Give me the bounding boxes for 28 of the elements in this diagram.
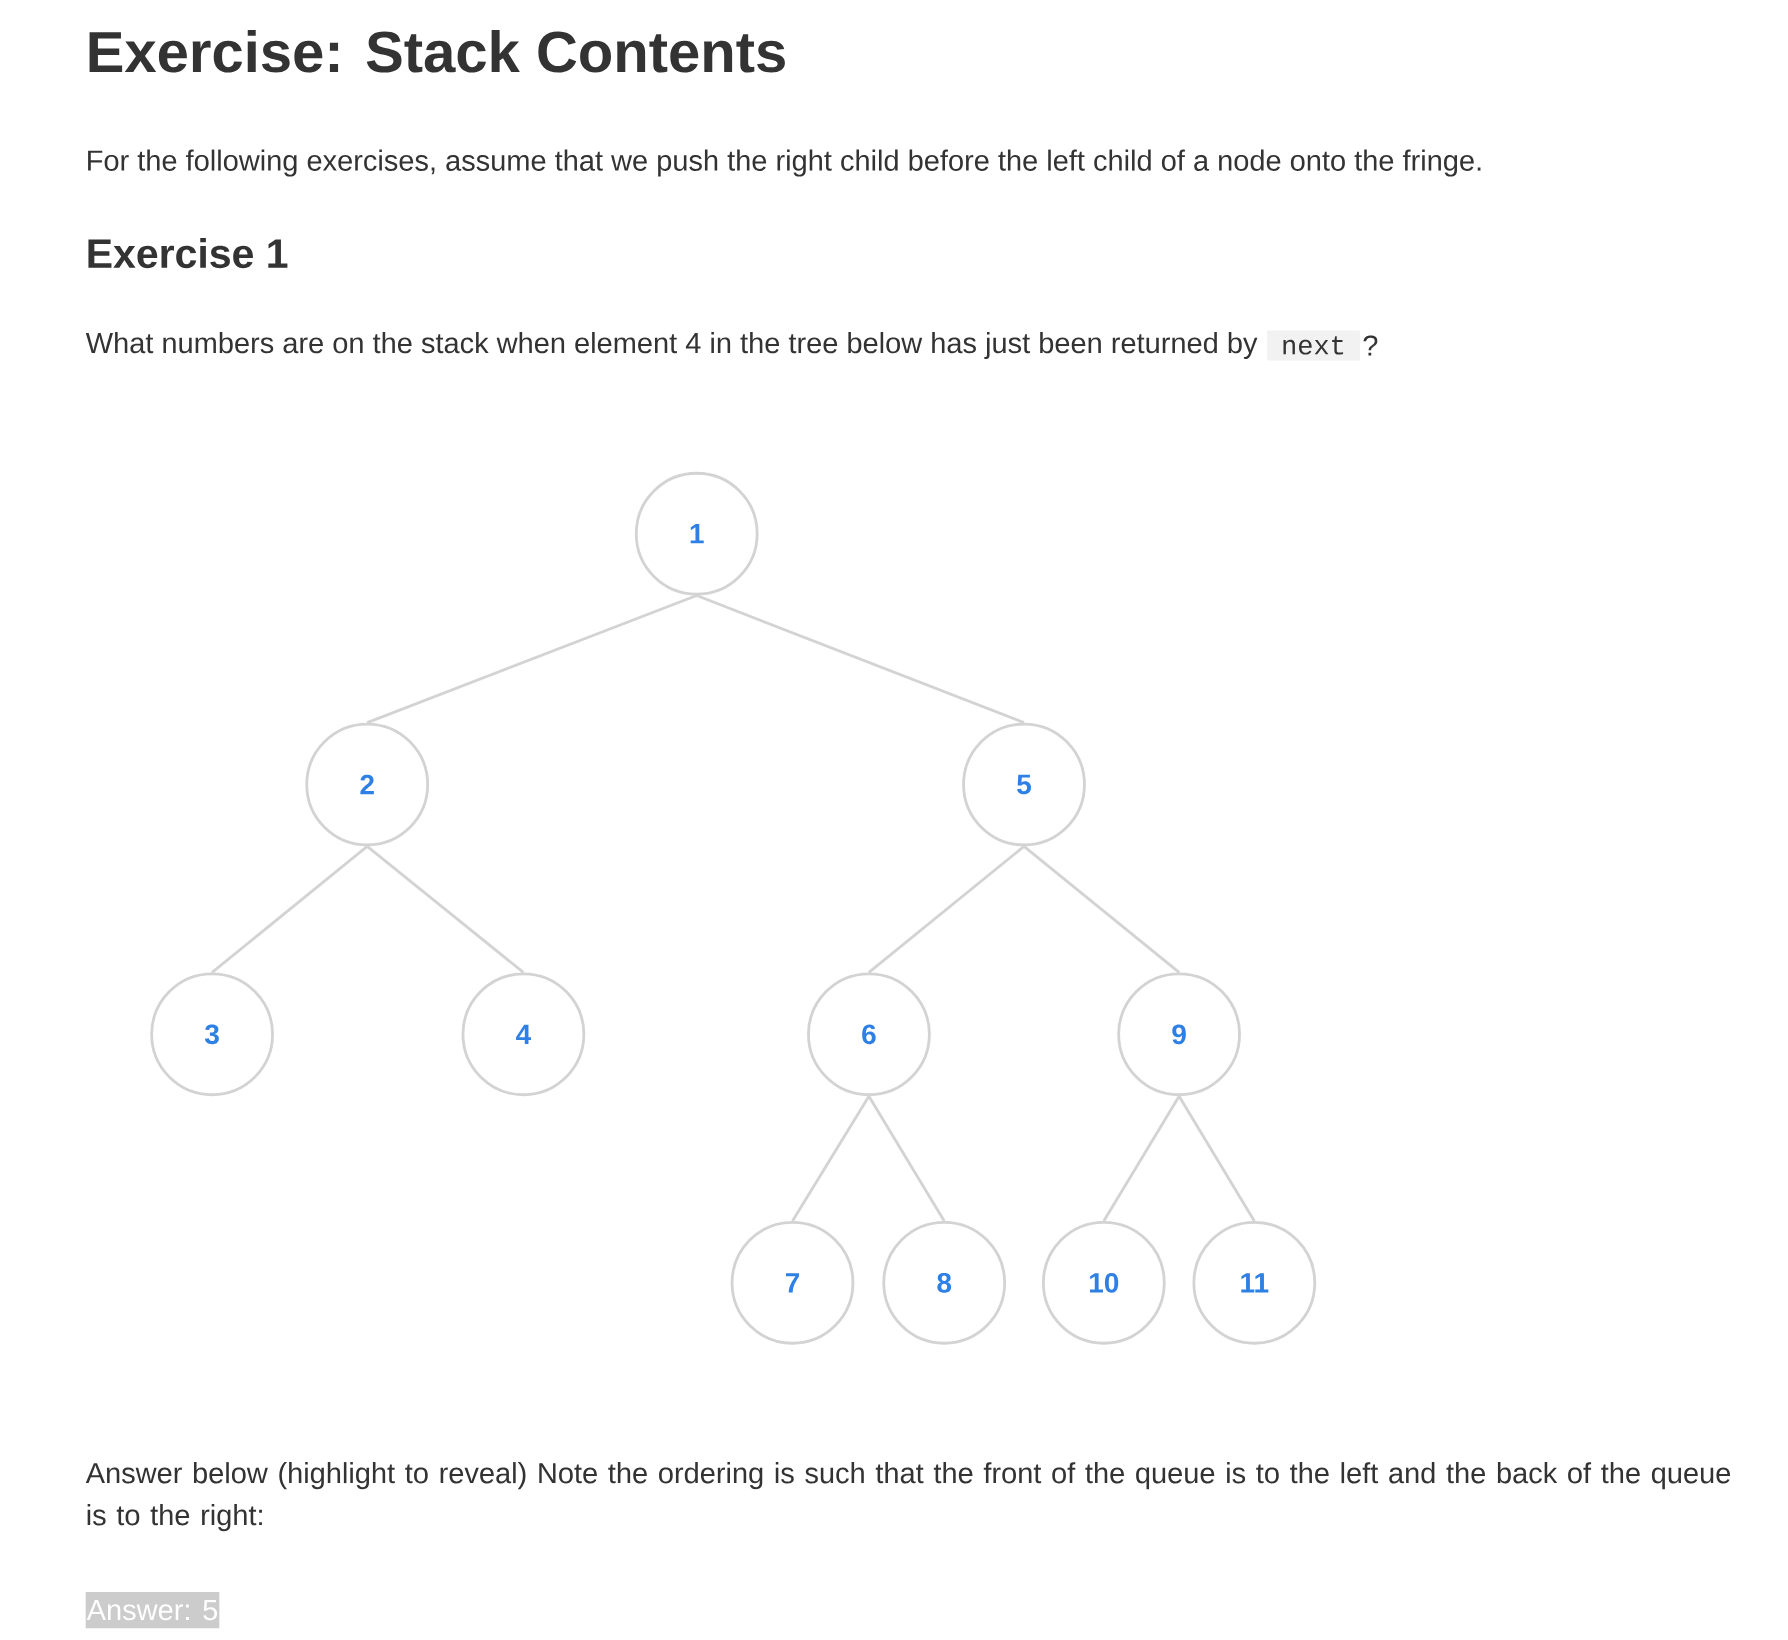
- tree-edge: [1102, 1095, 1181, 1222]
- tree-edge: [791, 1095, 871, 1222]
- question-text: What numbers are on the stack when element 4 in the tree below has just been returned by: [85, 332, 1258, 359]
- tree-node: 6: [807, 972, 931, 1097]
- inline-code: next: [1267, 330, 1360, 361]
- page-title: Exercise: Stack Contents: [89, 30, 785, 73]
- question-mark: ?: [1363, 335, 1378, 356]
- tree-edge: [867, 1095, 946, 1222]
- tree-node: 3: [150, 972, 274, 1097]
- tree-edge: [696, 594, 1025, 724]
- tree-node: 5: [962, 722, 1086, 847]
- tree-node: 10: [1041, 1220, 1166, 1345]
- tree-edge: [366, 845, 525, 974]
- paragraph: Answer below (highlight to reveal) Note the ordering is such that the front of the queue is to the left and the back of the queue is to the right:: [85, 1462, 1731, 1532]
- paragraph: For the following exercises, assume that we push the right child before the left child of a node onto the fringe.: [88, 149, 1481, 177]
- tree-edge: [868, 845, 1025, 974]
- tree-node: 11: [1192, 1220, 1317, 1345]
- tree-node: 9: [1117, 972, 1241, 1097]
- tree-edge: [1177, 1095, 1256, 1222]
- tree-node: 4: [461, 972, 586, 1097]
- tree-node: 8: [882, 1220, 1007, 1345]
- section-heading: Exercise 1: [88, 238, 288, 269]
- tree-node: 7: [730, 1220, 855, 1345]
- tree-edge: [1023, 845, 1180, 974]
- tree-edge: [366, 594, 698, 724]
- tree-edge: [211, 845, 369, 974]
- tree-node: 2: [305, 722, 430, 847]
- tree-node: 1: [634, 471, 759, 596]
